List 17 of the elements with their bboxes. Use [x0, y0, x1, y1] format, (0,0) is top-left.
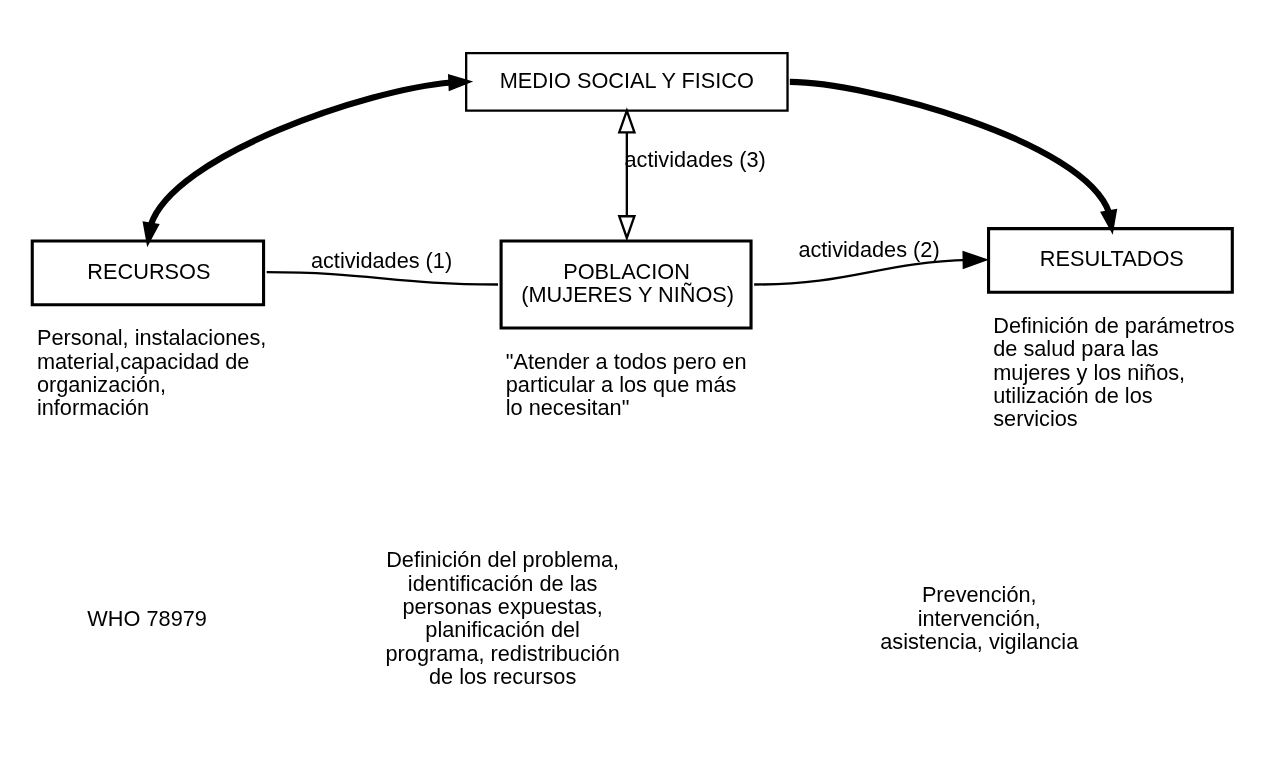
edge-label: actividades (2): [798, 236, 940, 262]
connector: [266, 270, 498, 286]
edge-label: actividades (1): [310, 247, 453, 273]
node-box: RESULTADOS: [987, 227, 1234, 294]
arrow: [789, 78, 1118, 235]
node-box: RECURSOS: [30, 239, 266, 307]
label: Prevención, intervención, asistencia, vigilancia: [880, 582, 1079, 654]
label: WHO 78979: [87, 605, 207, 631]
arrow: [142, 73, 474, 248]
arrow: [617, 107, 637, 242]
node-label: Personal, instalaciones, material,capacidad de organización, información: [36, 325, 267, 421]
label: Definición del problema, identificación de las personas expuestas, planificación del programa, redistribución de los recursos: [385, 547, 620, 689]
node-box: MEDIO SOCIAL Y FISICO: [465, 52, 789, 112]
node-label: Definición de parámetros de salud para las mujeres y los niños, utilización de los servicios: [993, 312, 1235, 432]
arrow: [754, 250, 989, 286]
node-label: "Atender a todos pero en particular a los que más lo necesitan": [505, 348, 747, 421]
node-box: POBLACION (MUJERES Y NIÑOS): [499, 239, 753, 330]
